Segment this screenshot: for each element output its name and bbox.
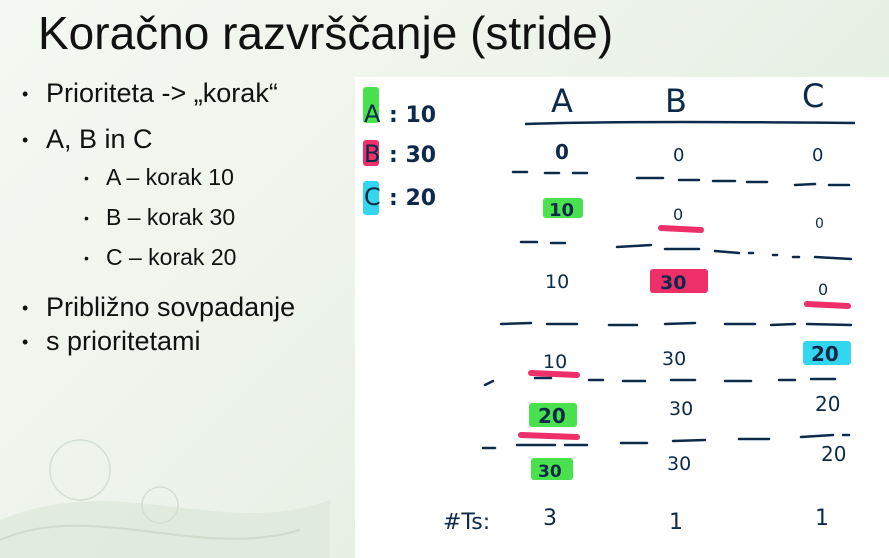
cell-r3-b: 30: [660, 272, 686, 294]
cell-r6-a: 30: [538, 462, 562, 482]
handwritten-notes: A : 10 B : 30 C : 20 A B C 0 0 0 10 0 0 …: [363, 77, 856, 535]
cell-r4-c: 20: [811, 342, 839, 366]
total-c: 1: [815, 506, 829, 531]
cell-r5-a: 20: [538, 404, 566, 428]
cell-r5-b: 30: [669, 398, 693, 420]
sub-bullet-item: C – korak 20: [72, 242, 362, 273]
legend-value-c: : 20: [389, 186, 436, 211]
legend-highlight-b: [363, 140, 379, 166]
highlight-row5-a: [529, 403, 577, 427]
cell-r4-b: 30: [662, 348, 686, 370]
cell-r3-c: 0: [818, 280, 828, 299]
header-underline: [524, 120, 856, 126]
legend-highlight-a: [363, 87, 379, 123]
cell-r6-c: 20: [821, 442, 846, 466]
sub-bullet-item: B – korak 30: [72, 202, 362, 233]
cell-r2-a: 10: [549, 200, 574, 221]
bullet-list: Prioriteta -> „korak“ A, B in C A – kora…: [22, 76, 362, 359]
total-b: 1: [669, 510, 683, 535]
column-header-c: C: [802, 77, 824, 115]
slide-title: Koračno razvrščanje (stride): [38, 7, 614, 59]
column-header-b: B: [665, 82, 687, 120]
underline-row5-a: [518, 432, 580, 440]
underline-row2-b: [658, 225, 704, 233]
underline-row3-c: [804, 301, 851, 309]
cell-r2-c: 0: [815, 216, 824, 232]
row-separators: [481, 170, 853, 450]
sub-bullet-item: A – korak 10: [72, 162, 362, 193]
cell-r1-b: 0: [673, 145, 684, 166]
legend-letter-c: C: [364, 183, 381, 211]
handwritten-notes-panel: A : 10 B : 30 C : 20 A B C 0 0 0 10 0 0 …: [355, 77, 889, 558]
legend-value-a: : 10: [389, 103, 436, 128]
legend-letter-a: A: [364, 100, 381, 128]
bullet-item: Približno sovpadanje: [22, 290, 362, 325]
bullet-item: Prioriteta -> „korak“: [22, 76, 362, 111]
legend-highlight-c: [363, 181, 379, 215]
cell-r1-c: 0: [812, 145, 823, 166]
cell-r4-a: 10: [543, 351, 567, 373]
column-header-a: A: [551, 82, 573, 120]
highlight-row4-c: [803, 341, 851, 365]
highlight-row3-b: [650, 269, 708, 293]
bullet-item-continuation: s prioritetami: [22, 324, 362, 359]
cell-r3-a: 10: [545, 271, 569, 293]
legend-value-b: : 30: [389, 143, 436, 168]
cell-r2-b: 0: [673, 205, 683, 224]
totals-label: #Ts:: [443, 510, 490, 535]
highlight-row2-a: [543, 198, 583, 218]
total-a: 3: [543, 506, 557, 531]
underline-row4-a: [528, 370, 580, 378]
cell-r6-b: 30: [667, 453, 691, 475]
bullet-item: A, B in C: [22, 122, 362, 157]
cell-r1-a: 0: [555, 140, 569, 164]
highlight-row6-a: [531, 458, 573, 480]
cell-r5-c: 20: [815, 392, 840, 416]
legend-letter-b: B: [364, 140, 380, 168]
